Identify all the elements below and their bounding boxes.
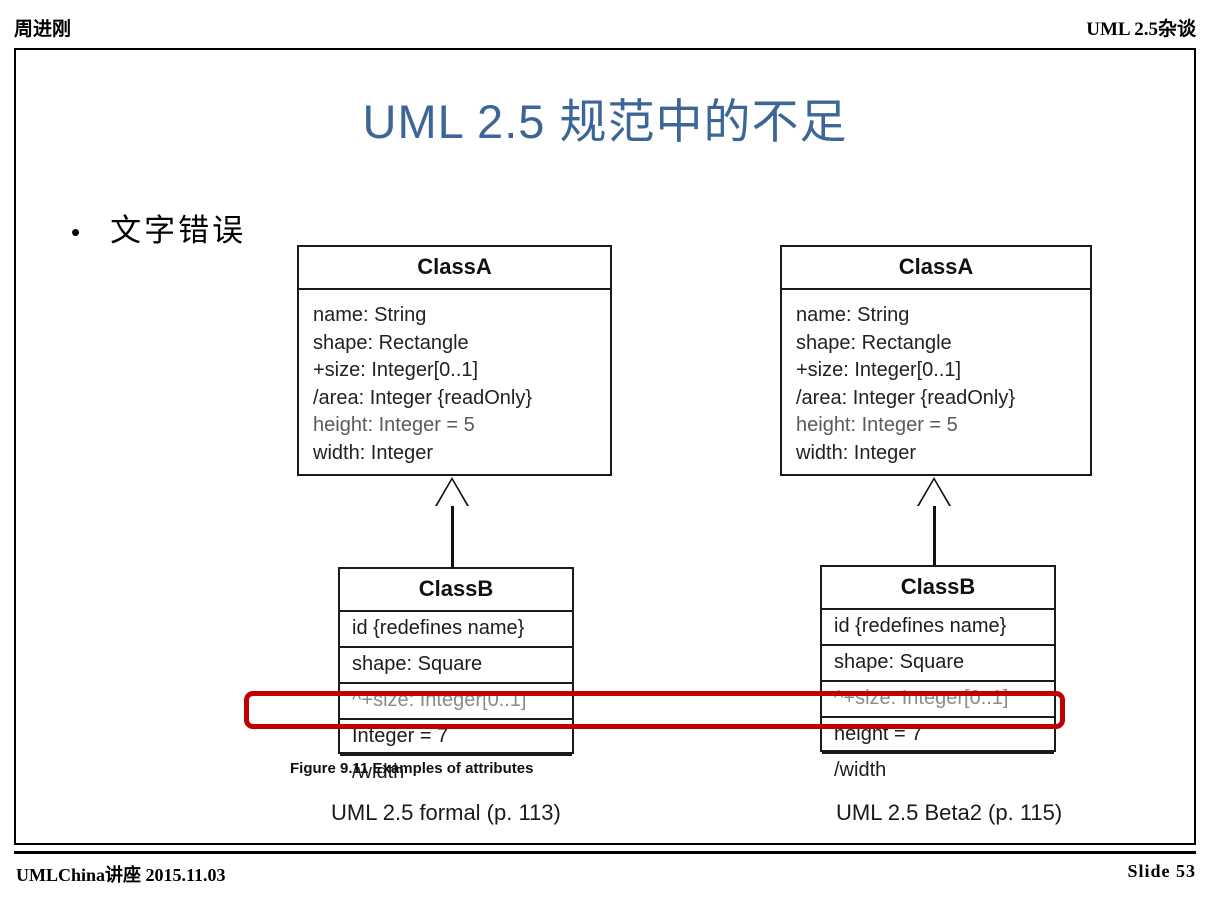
attribute-row: name: String — [796, 304, 910, 326]
right-generalization-arrow-fill — [919, 480, 949, 506]
attribute-row: id {redefines name} — [822, 610, 1054, 646]
attribute-row: id {redefines name} — [340, 612, 572, 648]
header-author: 周进刚 — [14, 19, 72, 40]
left-classa-box: ClassA name: String shape: Rectangle +si… — [297, 245, 612, 476]
left-generalization-line — [451, 506, 454, 568]
right-generalization-line — [933, 506, 936, 566]
attribute-row: shape: Square — [822, 646, 1054, 682]
bullet-label: 文字错误 — [110, 213, 247, 248]
footer-organization: UMLChina讲座 2015.11.03 — [16, 865, 226, 885]
left-generalization-arrow-fill — [437, 480, 467, 506]
right-classa-name: ClassA — [782, 247, 1090, 290]
attribute-row: /width — [352, 761, 405, 783]
attribute-row: +size: Integer[0..1] — [313, 359, 479, 382]
attribute-row: width: Integer — [313, 441, 434, 464]
footer-slide-number: Slide 53 — [1127, 861, 1196, 881]
left-classb-rows: id {redefines name} shape: Square ^+size… — [340, 612, 572, 790]
attribute-row: +size: Integer[0..1] — [796, 359, 962, 382]
right-classb-name: ClassB — [822, 567, 1054, 610]
attribute-row: name: String — [313, 304, 427, 326]
attribute-row: /area: Integer {readOnly} — [796, 386, 1016, 409]
left-classb-box: ClassB id {redefines name} shape: Square… — [338, 567, 574, 783]
bullet-item: • 文字错误 — [71, 205, 246, 250]
attribute-row: height: Integer = 5 — [313, 414, 475, 437]
attribute-row: shape: Rectangle — [796, 331, 952, 354]
attribute-row-highlighted: Integer = 7 — [340, 720, 572, 756]
footer-divider — [14, 851, 1196, 854]
right-classa-attributes: name: String shape: Rectangle +size: Int… — [782, 290, 1090, 482]
attribute-row: /width — [834, 759, 887, 781]
bullet-marker-icon: • — [71, 217, 81, 247]
header-subject: UML 2.5杂谈 — [1086, 19, 1196, 40]
attribute-row: /area: Integer {readOnly} — [313, 386, 533, 409]
attribute-row: shape: Square — [340, 648, 572, 684]
slide-frame: UML 2.5 规范中的不足 • 文字错误 ClassA name: Strin… — [14, 48, 1196, 845]
attribute-row: height: Integer = 5 — [796, 414, 958, 437]
left-classb-name: ClassB — [340, 569, 572, 612]
attribute-row: width: Integer — [796, 441, 917, 464]
error-highlight-box — [244, 691, 1065, 729]
page-title: UML 2.5 规范中的不足 — [362, 95, 848, 148]
right-classa-box: ClassA name: String shape: Rectangle +si… — [780, 245, 1092, 476]
left-source-caption: UML 2.5 formal (p. 113) — [331, 800, 561, 825]
right-source-caption: UML 2.5 Beta2 (p. 115) — [836, 800, 1063, 825]
left-classa-attributes: name: String shape: Rectangle +size: Int… — [299, 290, 610, 482]
attribute-row: shape: Rectangle — [313, 331, 469, 354]
figure-caption: Figure 9.11 Examples of attributes — [290, 760, 534, 777]
left-classa-name: ClassA — [299, 247, 610, 290]
